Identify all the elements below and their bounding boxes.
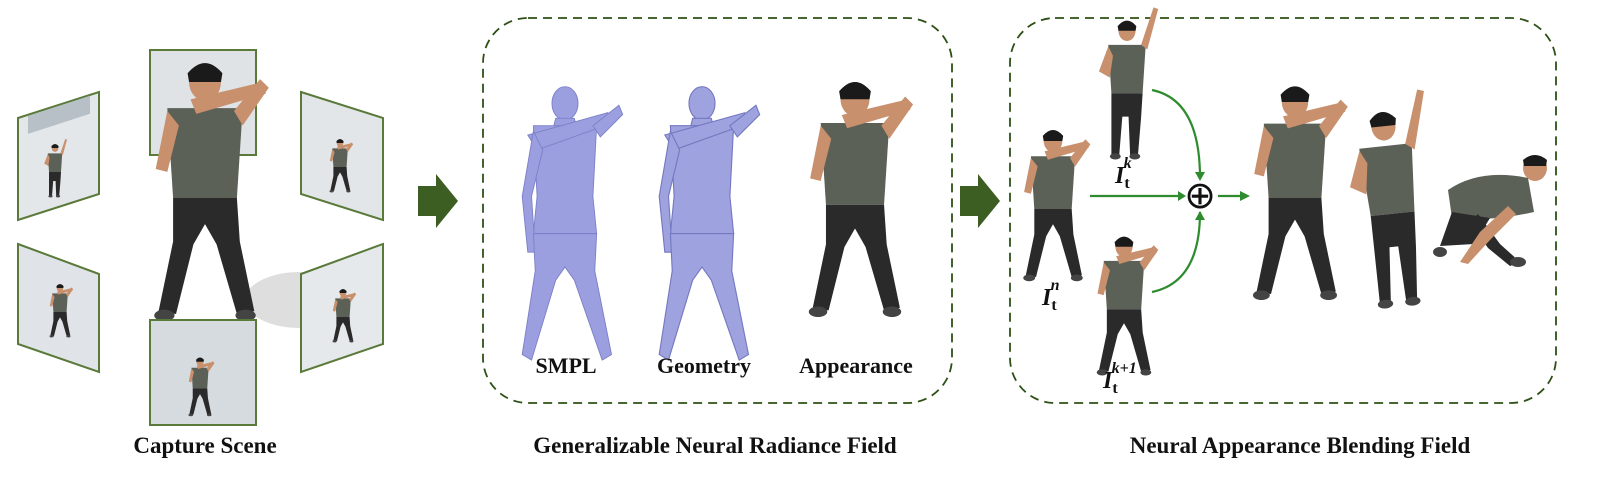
input-view-n <box>1023 129 1091 282</box>
camera-view-left-bottom <box>17 242 100 374</box>
arrowhead-down <box>1195 172 1205 181</box>
camera-view-right-bottom <box>300 242 384 374</box>
smpl-mesh <box>521 86 624 361</box>
nerf-dashed-box <box>482 17 953 404</box>
output-render-3 <box>1433 155 1547 267</box>
input-label-k: Itk <box>1114 155 1132 192</box>
caption-capture-scene: Capture Scene <box>133 433 277 458</box>
caption-neural-appearance-blending: Neural Appearance Blending Field <box>1129 433 1471 458</box>
blend-flow-lines <box>1090 88 1240 294</box>
input-label-n: Itn <box>1041 277 1060 314</box>
arrowhead-right-in <box>1178 191 1186 201</box>
input-label-k1: Itk+1 <box>1102 360 1137 397</box>
output-render-1 <box>1253 86 1348 300</box>
output-render-2 <box>1340 88 1447 311</box>
camera-view-left-top <box>17 90 100 222</box>
flow-arrow-1 <box>418 174 458 228</box>
geometry-mesh <box>658 86 761 361</box>
arrowhead-up <box>1195 211 1205 220</box>
input-view-k1 <box>1096 236 1159 376</box>
geometry-label: Geometry <box>657 353 751 378</box>
appearance-label: Appearance <box>799 353 913 378</box>
camera-view-bottom <box>149 319 257 426</box>
arrowhead-right-out <box>1240 191 1250 201</box>
appearance-render <box>808 82 914 317</box>
flow-arrow-2 <box>960 174 1000 228</box>
blend-operator-symbol: ⊕ <box>1184 173 1216 217</box>
input-view-k <box>1098 7 1159 160</box>
camera-view-right-top <box>300 90 384 222</box>
smpl-label: SMPL <box>535 353 596 378</box>
blending-dashed-box <box>1009 17 1557 404</box>
caption-generalizable-nerf: Generalizable Neural Radiance Field <box>533 433 897 458</box>
capture-scene-group <box>17 49 384 426</box>
